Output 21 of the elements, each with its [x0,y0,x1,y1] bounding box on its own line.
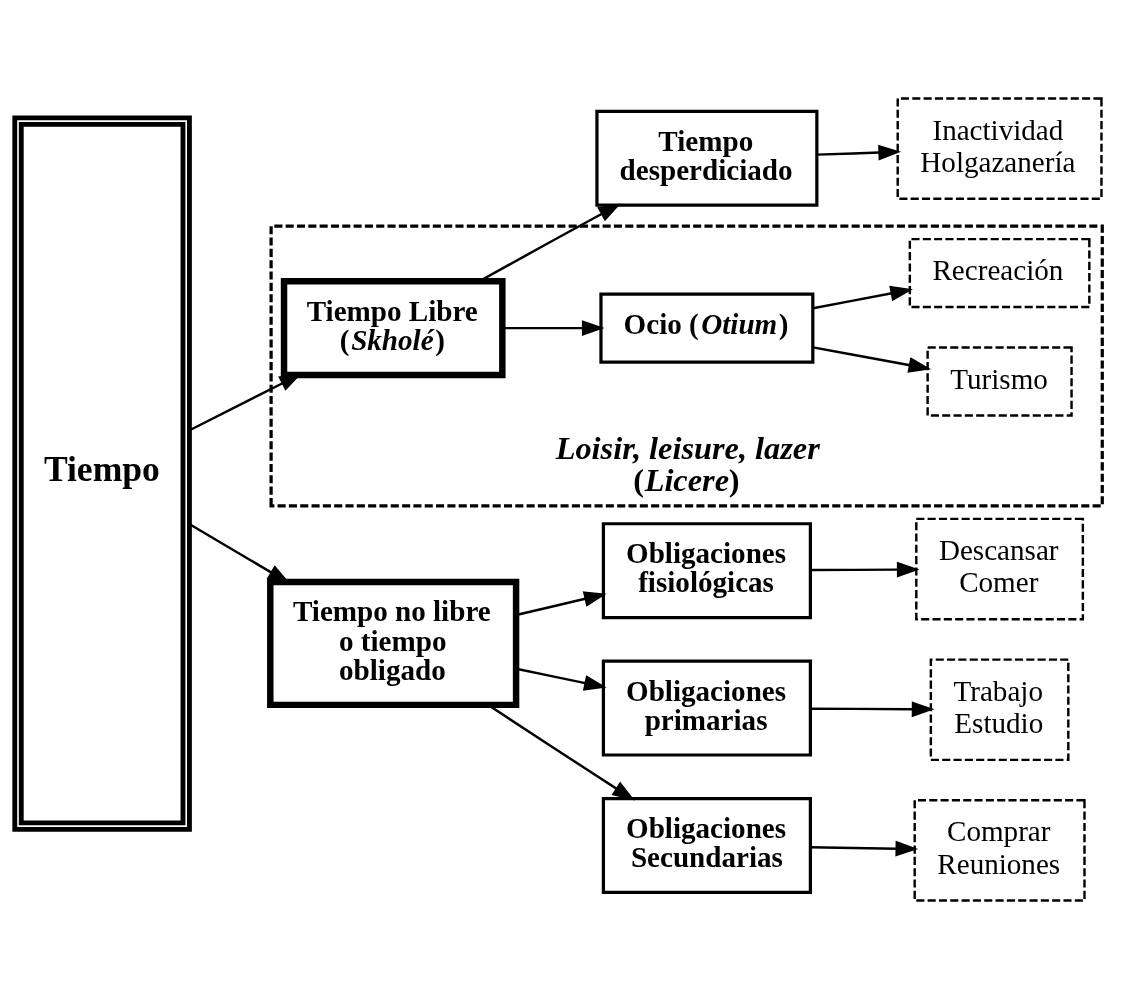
node-box: Tiempo desperdiciado [595,109,819,207]
arrow [812,285,913,309]
node-box: Tiempo [12,114,192,832]
node-box: Inactividad Holgazanería [896,96,1103,200]
node-box: Tiempo no libre o tiempo obligado [267,578,520,708]
arrow [810,561,920,578]
node-box: Obligaciones fisiológicas [601,521,812,619]
node-box: Ocio (Otium) [599,292,815,364]
node-box: Turismo [926,345,1073,417]
node-box: Trabajo Estudio [929,657,1070,761]
arrow [810,840,919,857]
node-box: Recreación [908,237,1091,308]
node-box: Obligaciones primarias [601,659,812,757]
node-box: Comprar Reuniones [913,798,1086,902]
node-box: Descansar Comer [915,517,1085,620]
arrow [810,700,935,717]
node-box: Tiempo Libre (Skholé) [280,277,506,378]
arrow [812,345,932,373]
node-box: Obligaciones Secundarias [601,796,812,894]
arrow [817,144,902,161]
arrow [502,319,605,336]
